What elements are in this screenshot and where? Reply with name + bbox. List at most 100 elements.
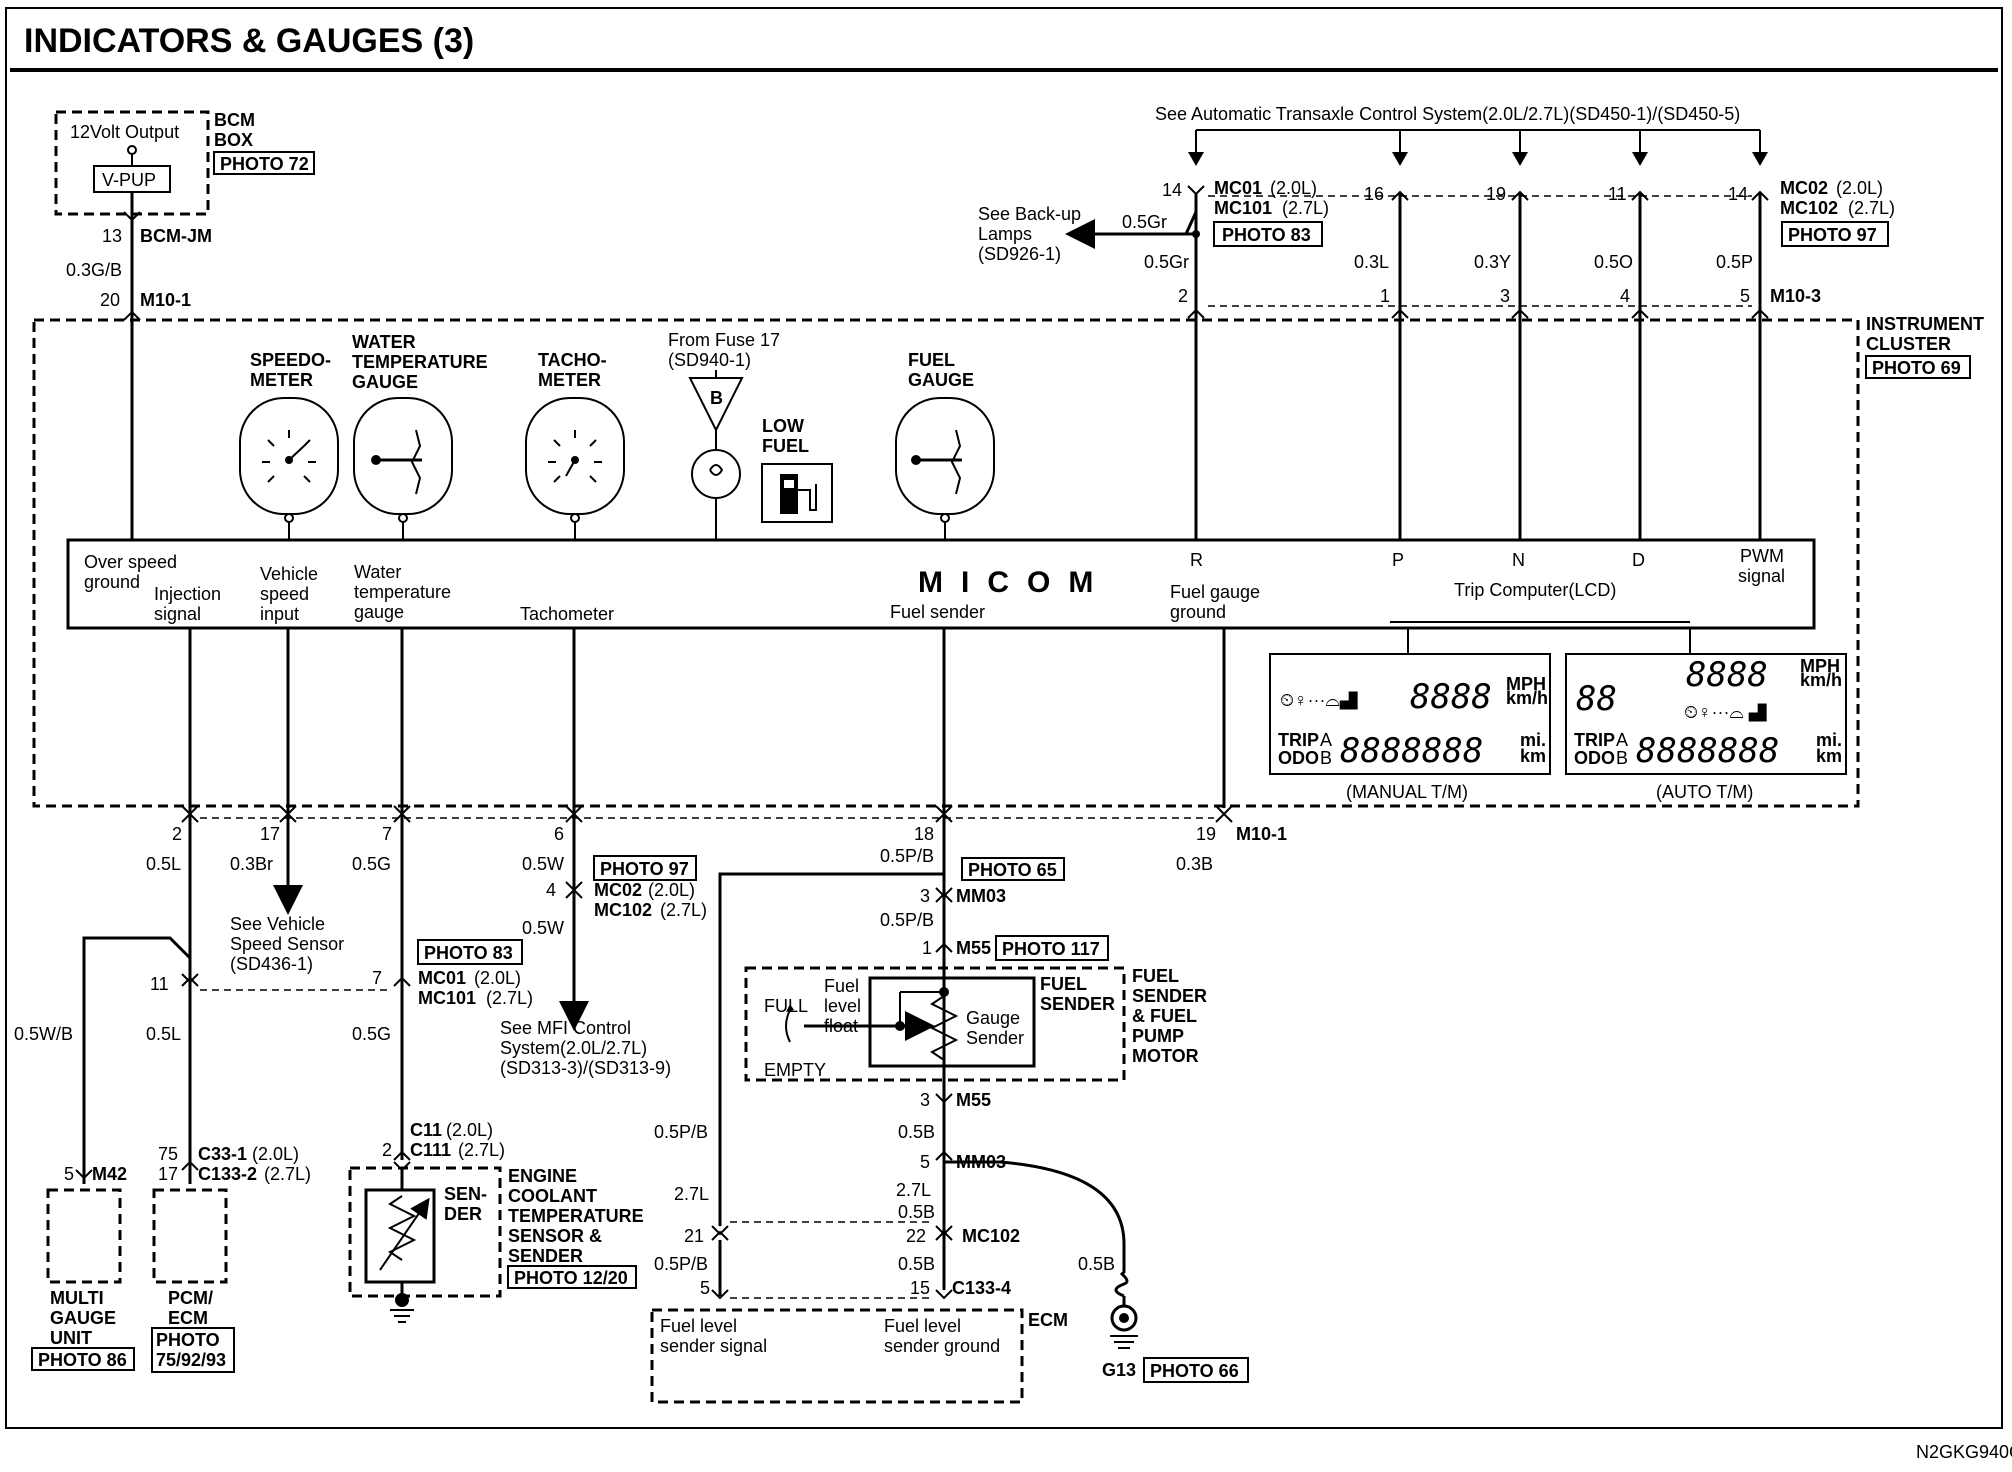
ecm-signal-label-2: sender signal xyxy=(660,1336,767,1356)
tcm-pin-14b: 14 xyxy=(1728,184,1748,204)
pcm-pin-75: 75 xyxy=(158,1144,178,1164)
lcd-auto-mph: MPH xyxy=(1800,656,1840,676)
m55-connector: M55 xyxy=(956,938,991,958)
vehicle-speed-label-2: speed xyxy=(260,584,309,604)
page-border xyxy=(5,7,2003,1429)
backup-wire-color: 0.5Gr xyxy=(1122,212,1167,232)
wire-p-color: 0.3L xyxy=(1354,252,1389,272)
g13-wire-color: 0.5B xyxy=(1078,1254,1115,1274)
lower-photo-97: PHOTO 97 xyxy=(600,859,689,879)
ect-label-2: COOLANT xyxy=(508,1186,597,1206)
m55-connector-2: M55 xyxy=(956,1090,991,1110)
wire-27l-2: 2.7L xyxy=(896,1180,931,1200)
lcd-auto-km: km xyxy=(1816,746,1842,766)
fsp-label: FUEL xyxy=(1132,966,1179,986)
water-temp-input-label-3: gauge xyxy=(354,602,404,622)
mc101-suffix: (2.7L) xyxy=(486,988,533,1008)
signal-wire-color-2: 0.5P/B xyxy=(654,1254,708,1274)
fsp-label-5: MOTOR xyxy=(1132,1046,1199,1066)
lcd-auto-display: 88 8888 MPH km/h ⏲♀⋯⌓ ▟ TRIP ODO A B 888… xyxy=(1565,653,1847,775)
c1334-pin-15: 15 xyxy=(910,1278,930,1298)
micom-box xyxy=(66,538,1816,630)
wire-inj-color-2: 0.5L xyxy=(146,1024,181,1044)
micom-d-label: D xyxy=(1632,550,1645,570)
ecm-box xyxy=(650,1308,1024,1404)
micom-n-label: N xyxy=(1512,550,1525,570)
lcd-auto-trip: TRIP xyxy=(1574,730,1615,750)
tcm-mc101-label: MC101 xyxy=(1214,198,1272,218)
gauge-sender-label: Gauge xyxy=(966,1008,1020,1028)
ect-sender-label: SEN- xyxy=(444,1184,487,1204)
m103-pin-2: 2 xyxy=(1178,286,1188,306)
fuel-gauge-ground-label: Fuel gauge xyxy=(1170,582,1260,602)
wire-r-color: 0.5Gr xyxy=(1144,252,1189,272)
tachometer-title-2: METER xyxy=(538,370,601,390)
fuel-float-label-2: level xyxy=(824,996,861,1016)
overspeed-label: Over speed xyxy=(84,552,177,572)
c1334-connector: C133-4 xyxy=(952,1278,1011,1298)
fuel-float-label-3: float xyxy=(824,1016,858,1036)
micom-r-label: R xyxy=(1190,550,1203,570)
fuel-sender-name-2: SENDER xyxy=(1040,994,1115,1014)
fuel-sender-box xyxy=(744,966,1126,1082)
ecm-name: ECM xyxy=(1028,1310,1068,1330)
m42-connector: M42 xyxy=(92,1164,127,1184)
vss-reference: See Vehicle xyxy=(230,914,325,934)
fuel-gauge-title-2: GAUGE xyxy=(908,370,974,390)
pcm-photo-1: PHOTO xyxy=(156,1330,220,1350)
bcm-pin-2: 20 xyxy=(100,290,120,310)
m101-pin-19: 19 xyxy=(1196,824,1216,844)
low-fuel-label: LOW xyxy=(762,416,804,436)
cluster-photo-tag: PHOTO 69 xyxy=(1872,358,1961,378)
pcm-label-2: ECM xyxy=(168,1308,208,1328)
lower-photo-65: PHOTO 65 xyxy=(968,860,1057,880)
tcm-pin-14: 14 xyxy=(1162,180,1182,200)
wire-fgnd-color: 0.3B xyxy=(1176,854,1213,874)
bcm-connector-2: M10-1 xyxy=(140,290,191,310)
mm03-connector: MM03 xyxy=(956,886,1006,906)
m55-pin-1: 1 xyxy=(922,938,932,958)
pcm-photo-2: 75/92/93 xyxy=(156,1350,226,1370)
lcd-manual-icons: ⏲♀⋯⌓▟ xyxy=(1280,690,1359,710)
vss-reference-2: Speed Sensor xyxy=(230,934,344,954)
ecm-ground-label: Fuel level xyxy=(884,1316,961,1336)
lcd-manual-kmh: km/h xyxy=(1506,688,1548,708)
wire-vss-color: 0.3Br xyxy=(230,854,273,874)
tachometer-input-label: Tachometer xyxy=(520,604,614,624)
low-fuel-label-2: FUEL xyxy=(762,436,809,456)
speedometer-title-2: METER xyxy=(250,370,313,390)
svg-text:8888888: 8888888 xyxy=(1340,731,1483,771)
backup-lamp-ref-1: See Back-up xyxy=(978,204,1081,224)
auto-tm-label: (AUTO T/M) xyxy=(1656,782,1753,802)
mm03-pin-5: 5 xyxy=(920,1152,930,1172)
tcm-mc02-suffix: (2.0L) xyxy=(1836,178,1883,198)
lcd-manual-b: B xyxy=(1320,748,1332,768)
m101-connector-lower: M10-1 xyxy=(1236,824,1287,844)
wire-tach-color: 0.5W xyxy=(522,854,564,874)
lcd-auto-kmh: km/h xyxy=(1800,670,1842,690)
mc01-pin-11: 11 xyxy=(150,974,169,994)
fuel-gauge-title: FUEL xyxy=(908,350,955,370)
fuel-sender-input-label: Fuel sender xyxy=(890,602,985,622)
mgu-label-2: GAUGE xyxy=(50,1308,116,1328)
fgnd-wire-color: 0.5B xyxy=(898,1122,935,1142)
wire-inj-color: 0.5L xyxy=(146,854,181,874)
mc01-suffix: (2.0L) xyxy=(474,968,521,988)
lower-photo-83: PHOTO 83 xyxy=(424,943,513,963)
bcm-output-label: 12Volt Output xyxy=(70,122,179,142)
c11-suffix: (2.0L) xyxy=(446,1120,493,1140)
fuse-b-label: B xyxy=(710,388,723,408)
tcm-mc101-suffix: (2.7L) xyxy=(1282,198,1329,218)
backup-lamp-ref-2: Lamps xyxy=(978,224,1032,244)
g13-ground-wire xyxy=(944,1160,1129,1298)
c1332-label: C133-2 xyxy=(198,1164,257,1184)
fuel-gauge-ground-label-2: ground xyxy=(1170,602,1226,622)
ect-label: ENGINE xyxy=(508,1166,577,1186)
tach-mc102-suffix: (2.7L) xyxy=(660,900,707,920)
page-title: INDICATORS & GAUGES (3) xyxy=(24,22,474,60)
bcm-wire-color: 0.3G/B xyxy=(66,260,122,280)
lcd-auto-b: B xyxy=(1616,748,1628,768)
tach-mc02-pin: 4 xyxy=(546,880,556,900)
wire-pwm-color: 0.5P xyxy=(1716,252,1753,272)
bcm-name: BCM xyxy=(214,110,255,130)
